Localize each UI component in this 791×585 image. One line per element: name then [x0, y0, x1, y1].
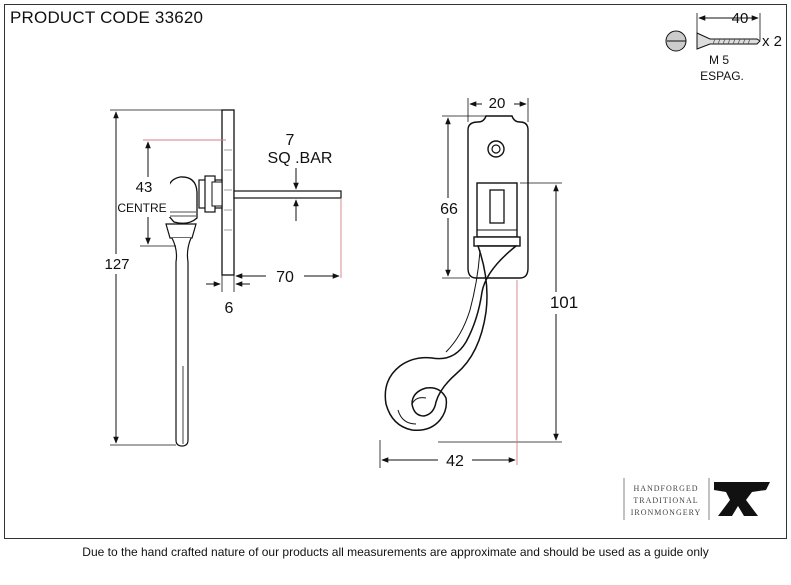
anvil-icon — [714, 482, 770, 516]
screw-size: M 5 — [709, 53, 729, 67]
bar-label: SQ .BAR — [268, 150, 333, 167]
front-width: 20 — [489, 95, 506, 112]
logo-line-3: IRONMONGERY — [631, 508, 702, 517]
overall-height: 127 — [104, 256, 129, 273]
screw-quantity: x 2 — [762, 33, 782, 50]
bar-length: 70 — [276, 269, 294, 286]
plate-thickness: 6 — [225, 300, 234, 317]
disclaimer-text: Due to the hand crafted nature of our pr… — [82, 545, 709, 559]
logo-line-2: TRADITIONAL — [633, 496, 698, 505]
front-view — [384, 115, 529, 432]
handle-width: 42 — [446, 453, 464, 470]
bar-value: 7 — [286, 132, 295, 149]
centre-value: 43 — [136, 179, 153, 196]
side-view — [165, 109, 342, 447]
plate-height: 66 — [440, 201, 458, 218]
handle-height: 101 — [550, 293, 578, 312]
screw-type: ESPAG. — [700, 69, 744, 83]
screw-length: 40 — [732, 10, 749, 27]
screw-icon — [665, 13, 761, 52]
drawing-frame — [4, 4, 787, 539]
logo-line-1: HANDFORGED — [633, 484, 698, 493]
product-code: PRODUCT CODE 33620 — [10, 8, 204, 27]
centre-label: CENTRE — [117, 201, 166, 215]
brand-logo — [623, 478, 770, 520]
